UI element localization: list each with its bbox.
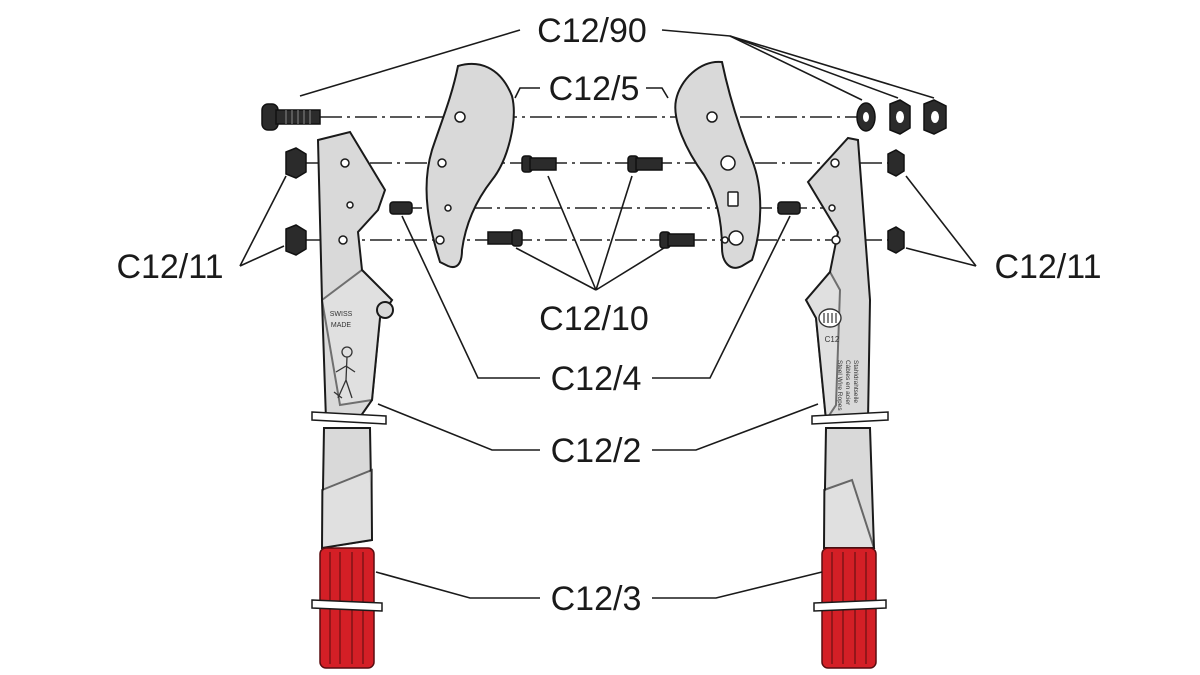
- pins: [389, 201, 801, 215]
- label-c12-2: C12/2: [551, 432, 642, 470]
- right-handle-print-line3: Stahldrahtseile: [852, 360, 859, 403]
- label-c12-10: C12/10: [539, 300, 649, 338]
- left-handle-print-line1: SWISS: [330, 311, 353, 318]
- figure-logo-icon: [333, 346, 356, 399]
- left-grip: [311, 547, 383, 669]
- left-handle: SWISS MADE: [311, 130, 394, 669]
- right-grip: [813, 547, 887, 669]
- label-c12-5: C12/5: [549, 70, 640, 108]
- leader-lines: [239, 29, 977, 599]
- right-handle-print-line1: Steel Wire Ropes: [836, 360, 843, 411]
- screws: [487, 155, 695, 249]
- left-blade: [425, 62, 515, 268]
- brand-logo-icon: [818, 308, 842, 328]
- label-c12-3: C12/3: [551, 580, 642, 618]
- main-bolt: [261, 103, 321, 131]
- right-handle-print-line2: Câbles en acier: [844, 360, 851, 406]
- part-labels: C12/90 C12/5 C12/11 C12/11 C12/10 C12/4 …: [116, 12, 1101, 618]
- label-c12-11-right: C12/11: [994, 248, 1101, 286]
- right-blade: [674, 60, 762, 269]
- label-c12-11-left: C12/11: [116, 248, 223, 286]
- washer-and-nuts: [856, 99, 947, 135]
- assembly-axes: [300, 116, 890, 241]
- label-c12-90: C12/90: [537, 12, 647, 50]
- right-handle: C12 Steel Wire Ropes Câbles en acier Sta…: [804, 136, 889, 669]
- right-handle-model: C12: [825, 335, 840, 344]
- label-c12-4: C12/4: [551, 360, 642, 398]
- hex-nuts: [285, 147, 905, 256]
- left-handle-print-line2: MADE: [331, 322, 352, 329]
